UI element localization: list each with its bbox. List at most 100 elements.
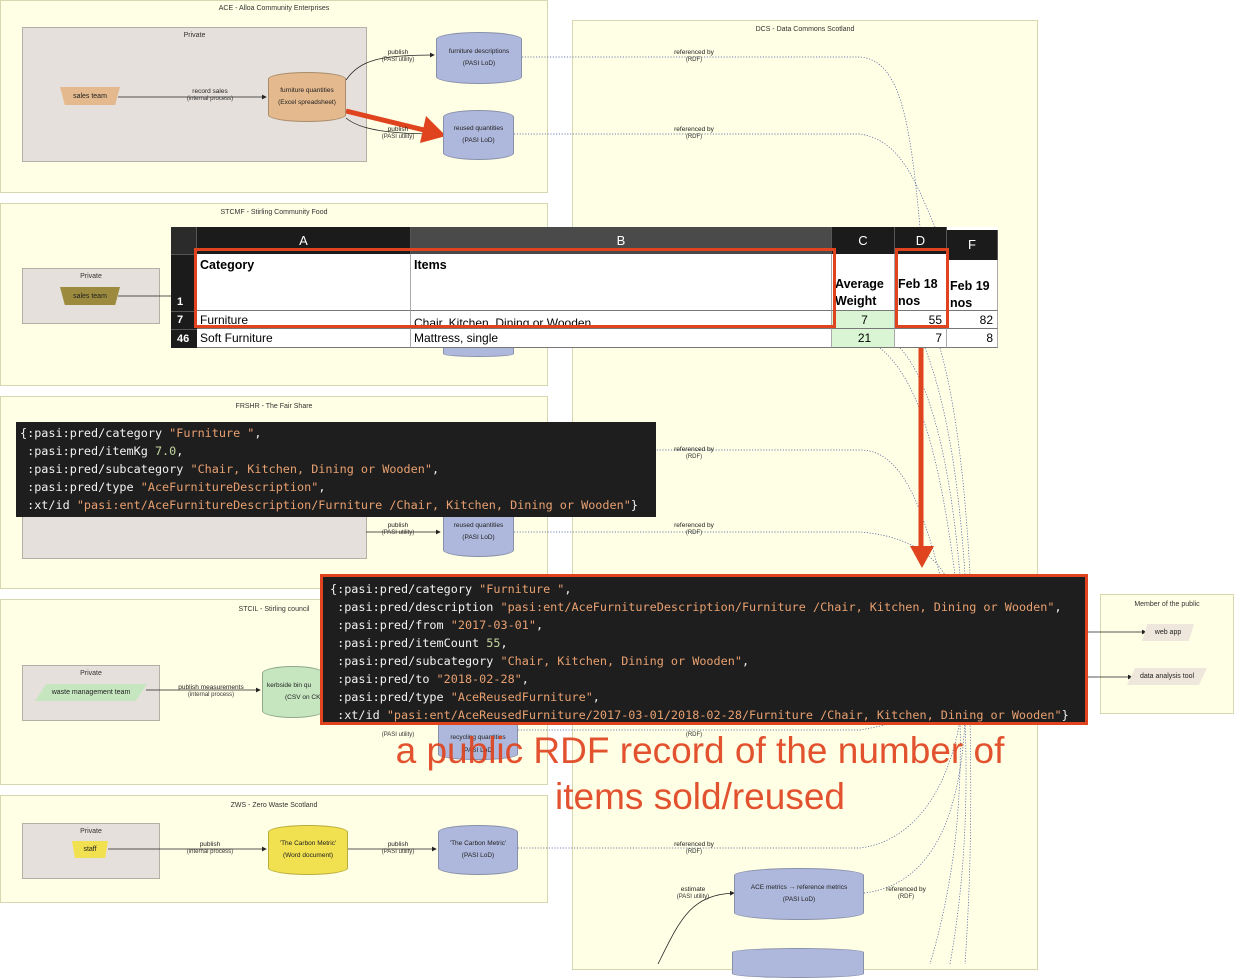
code-token: :pasi:pred/subcategory — [20, 462, 191, 476]
edge-label-sub: (RDF) — [685, 57, 703, 64]
header-cell-feb19: Feb 19 nos — [947, 260, 998, 311]
node-dcs-metrics: ACE metrics → reference metrics (PASI Lo… — [734, 868, 864, 920]
caption: a public RDF record of the number of ite… — [340, 728, 1060, 820]
cell-weight: 7 — [832, 311, 895, 329]
node-sublabel: (PASI LoD) — [461, 852, 495, 859]
header-cell-items: Items — [411, 254, 832, 311]
code-token: "Furniture " — [169, 426, 255, 440]
edge-label-sub: (RDF) — [685, 454, 703, 461]
edge-label-referenced-by: referenced by (RDF) — [664, 47, 724, 67]
code-token: , — [535, 618, 544, 632]
node-label: reused quantities — [453, 521, 504, 529]
edge-label-publish: publish (PASI utility) — [374, 722, 422, 742]
node-label: data analysis tool — [1139, 673, 1195, 680]
node-data-analysis-tool: data analysis tool — [1127, 668, 1207, 685]
edge-label-sub: (RDF) — [685, 530, 703, 537]
edge-label-text: referenced by — [674, 49, 714, 56]
private-title: Private — [80, 828, 102, 835]
edge-label-sub: (RDF) — [685, 134, 703, 141]
node-web-app: web app — [1142, 624, 1194, 641]
row-header: 7 — [171, 311, 197, 329]
edge-label-sub: (PASI utility) — [381, 849, 415, 856]
cell-category: Soft Furniture — [197, 329, 411, 348]
code-line: :pasi:pred/description "pasi:ent/AceFurn… — [330, 598, 1085, 616]
private-title: Private — [80, 273, 102, 280]
node-label: reused quantities — [453, 124, 504, 132]
edge-label-text: referenced by — [674, 126, 714, 133]
edge-label-estimate: estimate (PASI utility) — [669, 884, 717, 904]
edge-label-sub: (PASI utility) — [381, 530, 415, 537]
code-line: :xt/id "pasi:ent/AceFurnitureDescription… — [20, 496, 656, 514]
node-carbon-metric-lod: 'The Carbon Metric' (PASI LoD) — [438, 825, 518, 875]
node-sublabel: (PASI LoD) — [462, 137, 495, 144]
cell-feb19: 8 — [947, 329, 998, 348]
cluster-title: FRSHR - The Fair Share — [235, 403, 313, 410]
cluster-public: Member of the public — [1100, 594, 1234, 714]
cell-feb19: 82 — [947, 311, 998, 329]
code-line: :pasi:pred/type "AceReusedFurniture", — [330, 688, 1085, 706]
node-label: furniture descriptions — [448, 47, 510, 55]
edge-label-text: publish measurements — [178, 684, 244, 691]
code-token: "AceFurnitureDescription" — [140, 480, 319, 494]
edge-label-text: publish — [387, 49, 409, 56]
code-token: , — [176, 444, 184, 458]
code-token: "pasi:ent/AceFurnitureDescription/Furnit… — [76, 498, 631, 512]
code-line: :pasi:pred/from "2017-03-01", — [330, 616, 1085, 634]
edge-label-referenced-by: referenced by (RDF) — [664, 839, 724, 859]
node-label: staff — [83, 846, 97, 853]
private-title: Private — [183, 32, 206, 39]
node-sublabel: (PASI LoD) — [462, 534, 495, 541]
node-waste-management-team: waste management team — [35, 684, 147, 701]
edge-label-publish: publish (PASI utility) — [374, 520, 422, 540]
edge-label-sub: (RDF) — [897, 894, 915, 901]
edge-label-referenced-by: referenced by (RDF) — [664, 124, 724, 144]
code-token: , — [564, 582, 572, 596]
node-label: ACE metrics → reference metrics — [750, 883, 848, 891]
column-header: C — [832, 227, 895, 254]
node-label: 'The Carbon Metric' — [449, 839, 507, 847]
edge-label-record-sales: record sales (internal process) — [172, 86, 248, 106]
code-token: :pasi:pred/subcategory — [330, 654, 501, 668]
code-token: 7.0 — [154, 444, 177, 458]
private-title: Private — [80, 670, 102, 677]
row-header: 1 — [171, 254, 197, 311]
header-cell-category: Category — [197, 254, 411, 311]
code-line: {:pasi:pred/category "Furniture ", — [20, 424, 656, 442]
code-line: :xt/id "pasi:ent/AceReusedFurniture/2017… — [330, 706, 1085, 724]
cluster-title: ACE - Alloa Community Enterprises — [218, 5, 330, 12]
code-token: , — [254, 426, 262, 440]
code-token: } — [630, 498, 638, 512]
arrow-head-icon — [910, 546, 934, 568]
edge-label-sub: (internal process) — [187, 692, 235, 699]
node-kerbside-bin: kerbside bin qu (CSV on CK — [262, 666, 324, 718]
node-carbon-metric-word: 'The Carbon Metric' (Word document) — [268, 825, 348, 875]
code-token: {:pasi:pred/category — [20, 426, 170, 440]
code-token: :pasi:pred/itemCount — [330, 636, 487, 650]
code-token: "pasi:ent/AceReusedFurniture/2017-03-01/… — [386, 708, 1062, 722]
code-token: :pasi:pred/type — [330, 690, 451, 704]
node-label: furniture quantities — [280, 86, 334, 94]
cell-items: Mattress, single — [411, 329, 832, 348]
corner-cell — [171, 227, 197, 254]
rdf-reused-code: {:pasi:pred/category "Furniture ", :pasi… — [320, 574, 1088, 725]
cluster-title: Member of the public — [1134, 601, 1200, 608]
node-label: web app — [1154, 629, 1182, 636]
edge-label-publish: publish (PASI utility) — [374, 839, 422, 859]
code-token: :pasi:pred/description — [330, 600, 501, 614]
caption-line: a public RDF record of the number of — [395, 730, 1005, 771]
column-header: F — [947, 230, 998, 260]
edge-label-text: referenced by — [674, 446, 714, 453]
node-label: recycling quantities — [450, 734, 506, 742]
edge-label-referenced-by: referenced by (RDF) — [664, 520, 724, 540]
highlight-feb18 — [895, 248, 949, 328]
code-line: :pasi:pred/subcategory "Chair, Kitchen, … — [20, 460, 656, 478]
highlight-category-items — [194, 248, 836, 328]
edge-label-referenced-by: referenced by (RDF) — [876, 884, 936, 904]
cell-category: Furniture — [197, 311, 411, 329]
node-sublabel: (Excel spreadsheet) — [278, 99, 336, 106]
code-token: "2018-02-28" — [436, 672, 522, 686]
edge-label-text: referenced by — [674, 841, 714, 848]
header-cell-feb18: Feb 18 nos — [895, 254, 947, 311]
node-reused-quantities: reused quantities (PASI LoD) — [443, 110, 514, 160]
edge-label-text: estimate — [680, 886, 706, 893]
